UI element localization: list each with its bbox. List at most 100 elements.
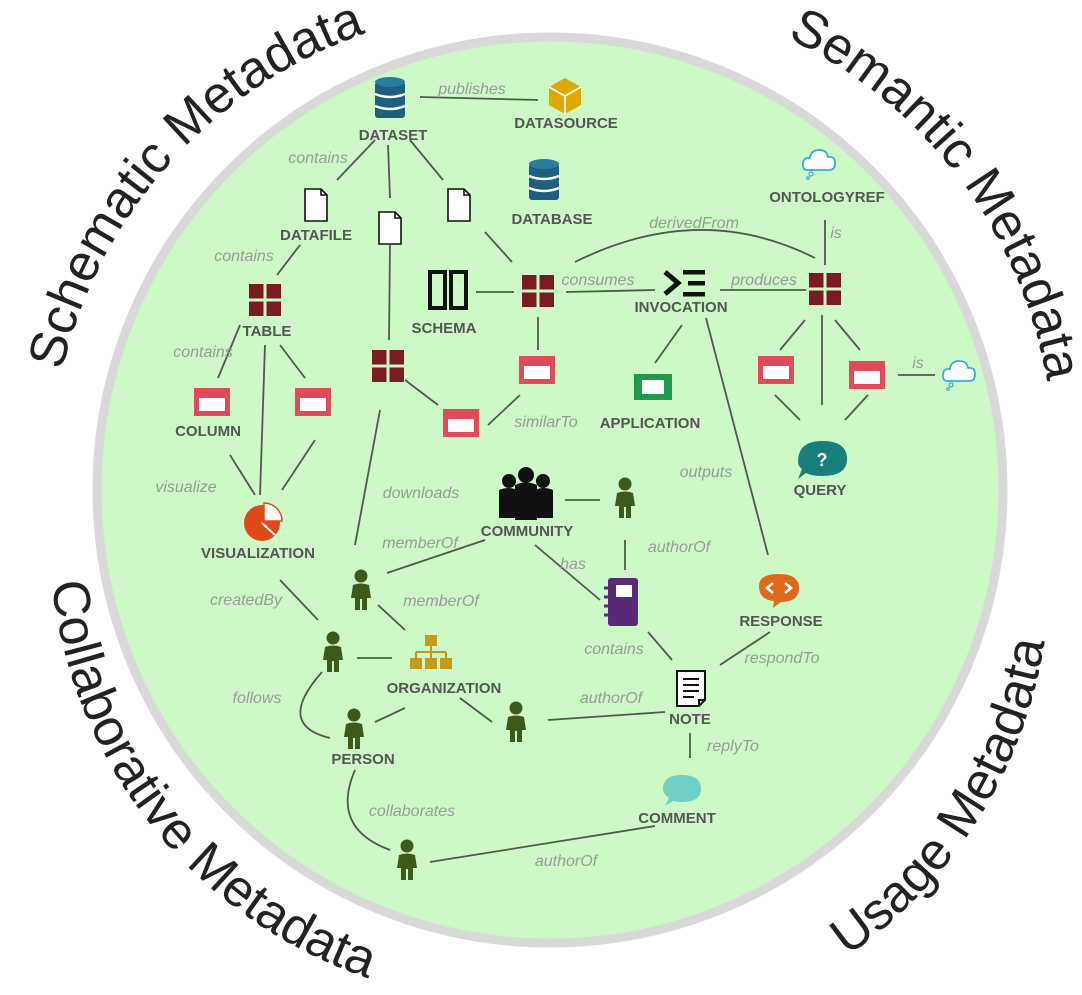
edge-table-column-left [217, 324, 241, 379]
database-icon [373, 75, 407, 120]
edge-member-of-community [386, 539, 486, 574]
node-table: TABLE [243, 284, 292, 340]
edge-org-person [459, 697, 493, 723]
note-icon [676, 670, 706, 707]
response-icon [759, 574, 799, 608]
node-label-datafile: DATAFILE [280, 227, 352, 244]
database-icon [527, 157, 561, 202]
group-icon [499, 467, 553, 520]
node-comment: COMMENT [638, 775, 716, 827]
node-datafile: DATAFILE [280, 188, 352, 244]
node-label-note: NOTE [669, 711, 711, 728]
edge-label-outputs: outputs [680, 464, 732, 481]
node-ontologyref: ONTOLOGYREF [769, 149, 885, 206]
column-icon [519, 356, 555, 384]
edge-labels: publishes contains contains contains der… [155, 81, 923, 870]
query-bubble-icon: ? [798, 441, 847, 479]
node-organization: ORGANIZATION [387, 635, 502, 697]
edge-label-created-by: createdBy [210, 592, 283, 609]
column-icon [849, 361, 885, 389]
edge-label-contains: contains [288, 150, 348, 167]
node-label-community: COMMUNITY [481, 523, 574, 540]
edge-consumes [565, 289, 656, 293]
edge-file3-table [484, 231, 513, 263]
node-response: RESPONSE [739, 574, 823, 630]
edge-col-query-right [844, 394, 869, 421]
edge-label-similar-to: similarTo [514, 414, 578, 431]
edge-label-reply-to: replyTo [707, 738, 759, 755]
node-application: APPLICATION [600, 374, 701, 432]
edge-label-contains: contains [584, 641, 644, 658]
pie-chart-icon [244, 502, 283, 541]
edge-collaborates [346, 769, 391, 851]
node-community: COMMUNITY [481, 467, 574, 540]
node-invocation: INVOCATION [634, 270, 728, 316]
edge-label-author-of: authorOf [535, 853, 599, 870]
edge-downloads [354, 409, 381, 546]
node-label-person: PERSON [331, 751, 394, 768]
node-schema: SCHEMA [411, 270, 477, 337]
edge-invocation-application [654, 324, 683, 364]
column-icon [758, 356, 794, 384]
edge-label-collaborates: collaborates [369, 803, 455, 820]
node-label-ontologyref: ONTOLOGYREF [769, 189, 885, 206]
node-label-visualization: VISUALIZATION [201, 545, 315, 562]
column-icon [194, 388, 230, 416]
edges [217, 96, 935, 863]
edge-contains-notebook [647, 631, 673, 661]
edge-label-publishes: publishes [437, 81, 506, 98]
nodes: DATASET DATASOURCE DATAFILE DATABASE ONT… [175, 75, 976, 880]
edge-table-visualization [259, 344, 266, 496]
node-note: NOTE [669, 670, 711, 728]
node-dataset: DATASET [359, 75, 428, 144]
edge-table-col-mid [404, 379, 439, 406]
edge-respond-to [719, 631, 771, 666]
node-label-schema: SCHEMA [411, 320, 476, 337]
column-icon [295, 388, 331, 416]
node-query: ? QUERY [794, 441, 847, 499]
edge-label-author-of: authorOf [648, 539, 712, 556]
edge-datafile-table [276, 244, 301, 276]
edge-label-follows: follows [233, 690, 282, 707]
node-label-comment: COMMENT [638, 810, 716, 827]
edge-table-column-right [279, 344, 306, 379]
edge-derived-from [574, 229, 816, 263]
edge-label-has: has [560, 556, 586, 573]
edge-author-of-note [547, 711, 666, 721]
node-database: DATABASE [511, 157, 593, 228]
org-chart-icon [410, 635, 452, 669]
edge-label-respond-to: respondTo [744, 650, 819, 667]
speech-bubble-icon [663, 775, 701, 806]
edge-file2-table [388, 244, 391, 341]
column-icon [443, 409, 479, 437]
edge-label-visualize: visualize [155, 479, 216, 496]
node-label-organization: ORGANIZATION [387, 680, 502, 697]
svg-text:?: ? [817, 450, 828, 470]
edge-has [534, 544, 601, 601]
node-label-column: COLUMN [175, 423, 241, 440]
edge-label-consumes: consumes [562, 272, 635, 289]
edge-publishes [419, 96, 539, 101]
edge-label-produces: produces [730, 272, 797, 289]
edge-column-visualization [229, 454, 256, 496]
node-label-invocation: INVOCATION [634, 299, 727, 316]
node-label-dataset: DATASET [359, 127, 428, 144]
node-label-application: APPLICATION [600, 415, 701, 432]
node-label-table: TABLE [243, 323, 292, 340]
file-icon [378, 211, 402, 245]
edge-member-of-org [377, 604, 406, 631]
edge-dataset-file2 [387, 144, 391, 199]
invocation-icon [663, 270, 705, 297]
edge-label-is: is [830, 225, 842, 242]
file-icon [447, 188, 471, 222]
node-label-response: RESPONSE [739, 613, 822, 630]
edge-similar-to [487, 394, 521, 426]
node-label-datasource: DATASOURCE [514, 115, 618, 132]
node-label-query: QUERY [794, 482, 847, 499]
node-datasource: DATASOURCE [514, 78, 618, 132]
edge-label-downloads: downloads [383, 485, 460, 502]
node-label-database: DATABASE [511, 211, 592, 228]
notebook-icon [604, 578, 638, 626]
edge-follows [299, 671, 331, 739]
